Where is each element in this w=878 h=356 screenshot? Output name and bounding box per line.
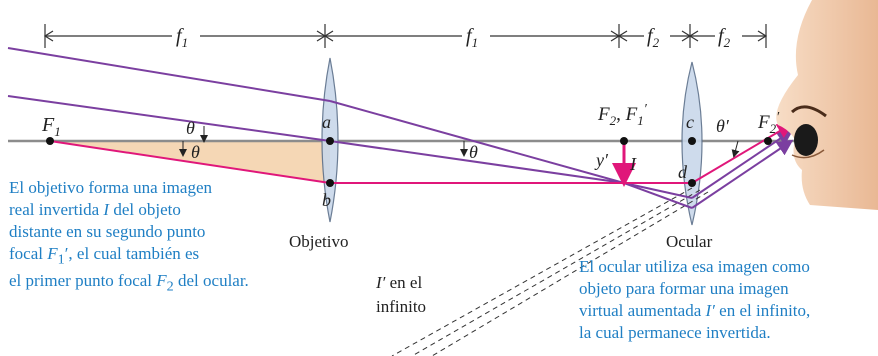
- label-a: a: [322, 112, 331, 132]
- label-theta-top: θ: [186, 118, 195, 138]
- label-infinito: infinito: [376, 297, 426, 316]
- label-F1: F1: [41, 114, 61, 139]
- label-f2-a: f2: [647, 25, 660, 50]
- label-theta-bottom: θ: [191, 142, 200, 162]
- label-c: c: [686, 112, 694, 132]
- eye-face-icon: [776, 0, 878, 210]
- points: [46, 137, 772, 187]
- label-theta-mid: θ: [469, 142, 478, 162]
- label-F2prime: F2′: [757, 110, 780, 136]
- virtual-ray-extensions: [391, 187, 709, 356]
- label-objective: Objetivo: [289, 232, 349, 251]
- label-I: I: [629, 154, 637, 174]
- label-ocular: Ocular: [666, 232, 713, 251]
- label-f1-mid: f1: [466, 25, 478, 50]
- focal-dimension-line: [43, 24, 768, 48]
- angle-marks: [179, 126, 740, 158]
- incoming-rays: [7, 47, 794, 209]
- label-d: d: [678, 162, 688, 182]
- label-theta-prime: θ′: [716, 116, 730, 136]
- ocular-note: El ocular utiliza esa imagen como objeto…: [579, 257, 811, 342]
- label-f2-b: f2: [718, 25, 731, 50]
- label-b: b: [322, 190, 331, 210]
- objective-note: El objetivo forma una imagen real invert…: [9, 178, 249, 295]
- label-y-prime: y′: [594, 150, 609, 170]
- label-f1-left: f1: [176, 25, 188, 50]
- label-I-prime-infinity: I′ en el: [375, 273, 422, 292]
- label-F2-F1prime: F2, F1′: [597, 102, 648, 128]
